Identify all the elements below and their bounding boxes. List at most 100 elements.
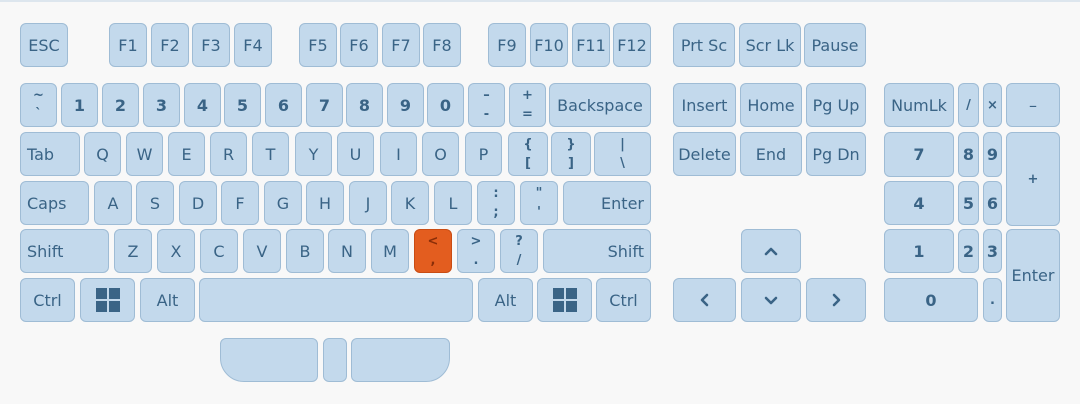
key-k[interactable]: K	[391, 181, 429, 225]
key-caps[interactable]: Caps	[20, 181, 89, 225]
key-v[interactable]: V	[243, 229, 281, 273]
key-f11[interactable]: F11	[572, 23, 610, 67]
key-z[interactable]: Z	[114, 229, 152, 273]
key-f[interactable]: F	[221, 181, 259, 225]
key-numlk[interactable]: NumLk	[884, 83, 954, 127]
key-np9[interactable]: 9	[983, 132, 1002, 177]
key-f10[interactable]: F10	[530, 23, 568, 67]
key-lwin[interactable]	[80, 278, 135, 322]
key-s[interactable]: S	[136, 181, 174, 225]
key-f5[interactable]: F5	[299, 23, 337, 67]
key-o[interactable]: O	[422, 132, 459, 176]
key-slash[interactable]: ?/	[500, 229, 538, 273]
key-6[interactable]: 6	[265, 83, 302, 127]
key-lshift[interactable]: Shift	[20, 229, 109, 273]
key-2[interactable]: 2	[102, 83, 139, 127]
key-pgdn[interactable]: Pg Dn	[806, 132, 866, 176]
key-esc[interactable]: ESC	[20, 23, 68, 67]
key-tab[interactable]: Tab	[20, 132, 80, 176]
key-np-mul[interactable]: ×	[983, 83, 1002, 127]
key-e[interactable]: E	[168, 132, 205, 176]
key-7[interactable]: 7	[306, 83, 343, 127]
key-w[interactable]: W	[126, 132, 163, 176]
key-thumb-left[interactable]	[220, 338, 318, 382]
key-g[interactable]: G	[264, 181, 302, 225]
key-delete[interactable]: Delete	[673, 132, 736, 176]
key-quote[interactable]: "'	[520, 181, 558, 225]
key-f12[interactable]: F12	[613, 23, 651, 67]
key-np-sub[interactable]: –	[1006, 83, 1060, 127]
key-thumb-right[interactable]	[351, 338, 450, 382]
key-rwin[interactable]	[537, 278, 592, 322]
key-np5[interactable]: 5	[958, 181, 979, 225]
key-pgup[interactable]: Pg Up	[806, 83, 866, 127]
key-i[interactable]: I	[380, 132, 417, 176]
key-f6[interactable]: F6	[340, 23, 378, 67]
key-backspace[interactable]: Backspace	[549, 83, 651, 127]
key-pause[interactable]: Pause	[804, 23, 866, 67]
key-l[interactable]: L	[434, 181, 472, 225]
key-np-add[interactable]: +	[1006, 132, 1060, 226]
key-lalt[interactable]: Alt	[140, 278, 195, 322]
key-ralt[interactable]: Alt	[478, 278, 533, 322]
key-f9[interactable]: F9	[488, 23, 526, 67]
key-m[interactable]: M	[371, 229, 409, 273]
key-x[interactable]: X	[157, 229, 195, 273]
key-semicolon[interactable]: :;	[477, 181, 515, 225]
key-end[interactable]: End	[740, 132, 802, 176]
key-n[interactable]: N	[328, 229, 366, 273]
key-period[interactable]: >.	[457, 229, 495, 273]
key-8[interactable]: 8	[346, 83, 383, 127]
key-r[interactable]: R	[210, 132, 247, 176]
key-np8[interactable]: 8	[958, 132, 979, 177]
key-np3[interactable]: 3	[983, 229, 1002, 273]
key-enter[interactable]: Enter	[563, 181, 651, 225]
key-thumb-mid[interactable]	[323, 338, 347, 382]
key-np1[interactable]: 1	[884, 229, 954, 273]
key-q[interactable]: Q	[84, 132, 121, 176]
key-insert[interactable]: Insert	[673, 83, 736, 127]
key-home[interactable]: Home	[740, 83, 802, 127]
key-5[interactable]: 5	[224, 83, 261, 127]
key-b[interactable]: B	[286, 229, 324, 273]
key-np-div[interactable]: /	[958, 83, 979, 127]
key-comma[interactable]: <,	[414, 229, 452, 273]
key-j[interactable]: J	[349, 181, 387, 225]
key-f1[interactable]: F1	[109, 23, 147, 67]
key-f3[interactable]: F3	[192, 23, 230, 67]
key-rshift[interactable]: Shift	[543, 229, 651, 273]
key-backslash[interactable]: |\	[594, 132, 651, 176]
key-f7[interactable]: F7	[382, 23, 420, 67]
key-c[interactable]: C	[200, 229, 238, 273]
key-np6[interactable]: 6	[983, 181, 1002, 225]
key-scrlk[interactable]: Scr Lk	[739, 23, 801, 67]
key-minus[interactable]: –-	[468, 83, 505, 127]
key-y[interactable]: Y	[295, 132, 332, 176]
key-0[interactable]: 0	[427, 83, 464, 127]
key-d[interactable]: D	[179, 181, 217, 225]
key-3[interactable]: 3	[143, 83, 180, 127]
key-f2[interactable]: F2	[151, 23, 189, 67]
key-np4[interactable]: 4	[884, 181, 954, 225]
key-np2[interactable]: 2	[958, 229, 979, 273]
key-9[interactable]: 9	[387, 83, 424, 127]
key-rctrl[interactable]: Ctrl	[596, 278, 651, 322]
key-np0[interactable]: 0	[884, 278, 978, 322]
key-lctrl[interactable]: Ctrl	[20, 278, 75, 322]
key-1[interactable]: 1	[61, 83, 98, 127]
key-lbracket[interactable]: {[	[508, 132, 548, 176]
key-u[interactable]: U	[337, 132, 374, 176]
key-np-enter[interactable]: Enter	[1006, 229, 1060, 322]
key-rbracket[interactable]: }]	[551, 132, 591, 176]
key-up[interactable]	[741, 229, 801, 273]
key-prtsc[interactable]: Prt Sc	[673, 23, 735, 67]
key-a[interactable]: A	[94, 181, 132, 225]
key-down[interactable]	[741, 278, 801, 322]
key-f8[interactable]: F8	[423, 23, 461, 67]
key-right[interactable]	[806, 278, 866, 322]
key-np-dot[interactable]: .	[983, 278, 1002, 322]
key-4[interactable]: 4	[184, 83, 221, 127]
key-space[interactable]	[199, 278, 473, 322]
key-p[interactable]: P	[465, 132, 502, 176]
key-backtick[interactable]: ~`	[20, 83, 57, 127]
